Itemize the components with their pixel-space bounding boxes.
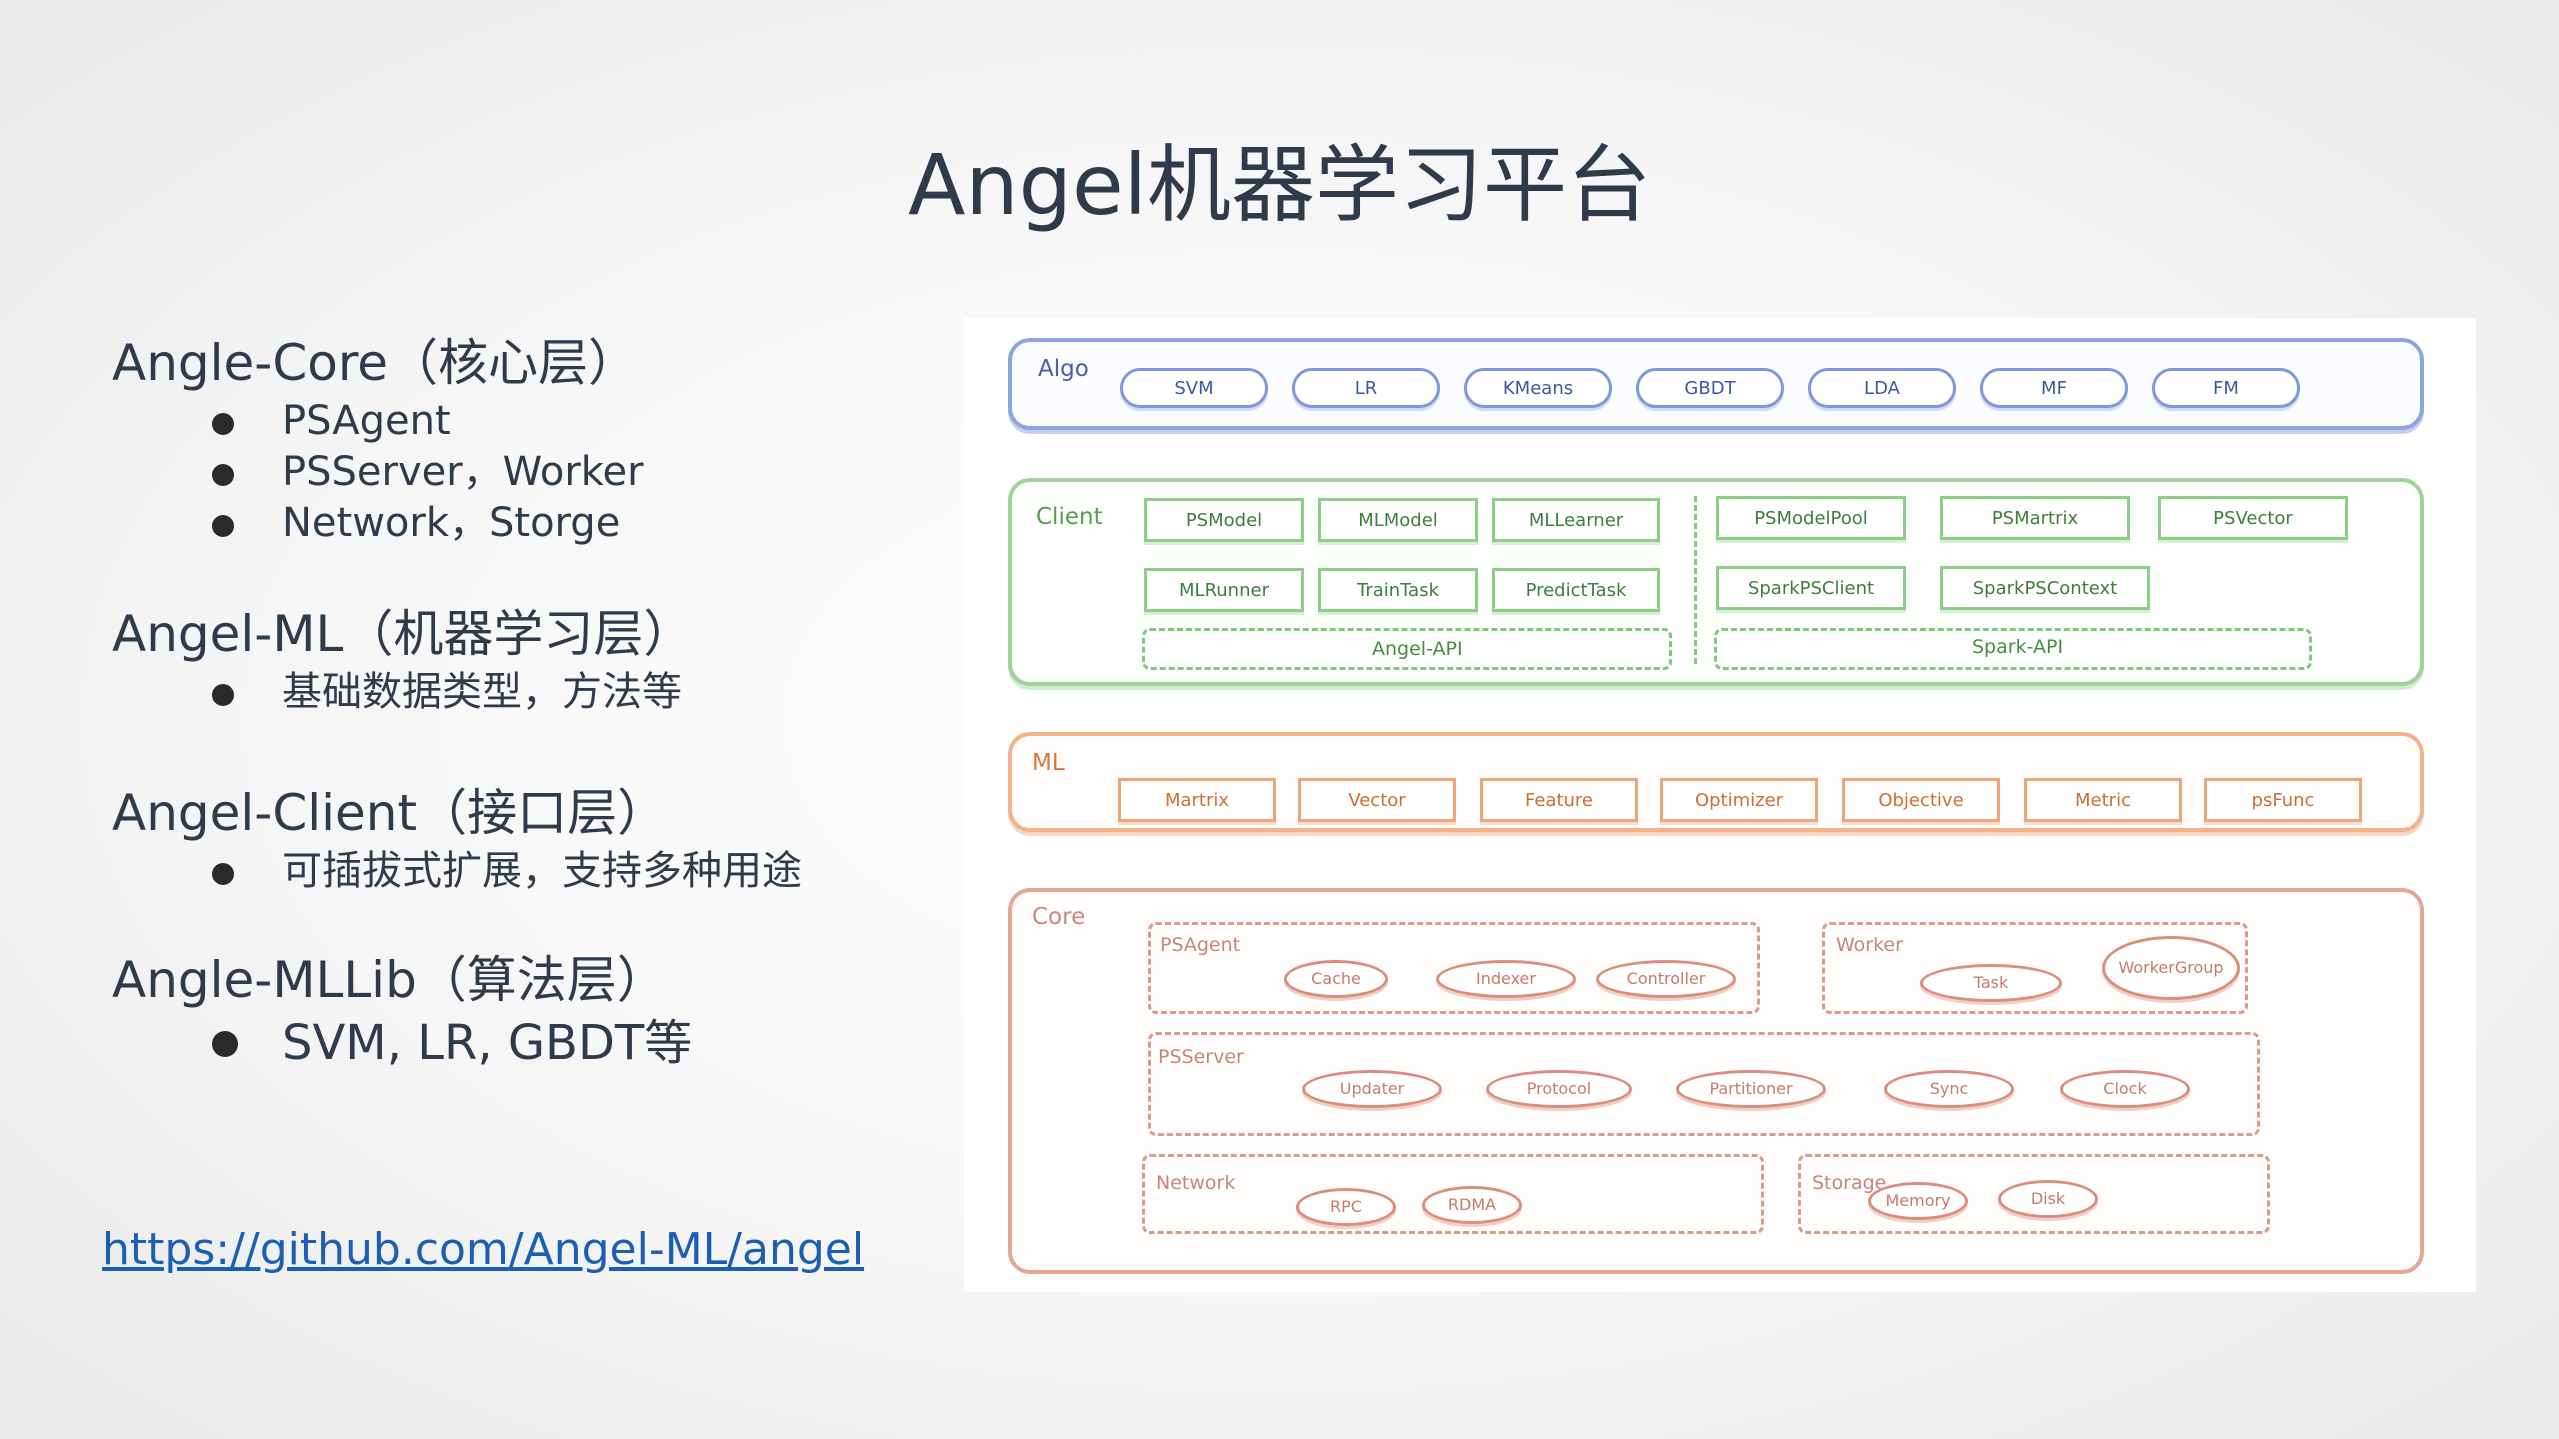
separator bbox=[1694, 496, 1697, 664]
client-item: SparkPSContext bbox=[1940, 566, 2150, 610]
bullet-list: 基础数据类型，方法等 bbox=[212, 667, 1012, 718]
angel-api-label: Angel-API bbox=[1372, 638, 1463, 660]
core-layer: Core PSAgent Cache Indexer Controller Wo… bbox=[1008, 888, 2424, 1274]
core-item: Sync bbox=[1884, 1070, 2014, 1108]
client-layer: Client PSModel MLModel MLLearner MLRunne… bbox=[1008, 478, 2424, 686]
section-heading: Angle-Core（核心层） bbox=[112, 334, 639, 392]
github-link[interactable]: https://github.com/Angel-ML/angel bbox=[102, 1224, 865, 1275]
architecture-diagram: Algo SVM LR KMeans GBDT LDA MF FM Client… bbox=[964, 318, 2476, 1292]
storage-box bbox=[1798, 1154, 2270, 1234]
ml-item: Martrix bbox=[1118, 778, 1276, 822]
algo-item: MF bbox=[1980, 368, 2128, 408]
algo-item: FM bbox=[2152, 368, 2300, 408]
section-client: Angel-Client（接口层） 可插拔式扩展，支持多种用途 bbox=[112, 780, 1012, 897]
core-item: Partitioner bbox=[1676, 1070, 1826, 1108]
worker-group-item: Worker Group bbox=[2102, 936, 2240, 1000]
algo-item: KMeans bbox=[1464, 368, 1612, 408]
psserver-box bbox=[1148, 1032, 2260, 1136]
algo-item: GBDT bbox=[1636, 368, 1784, 408]
client-item: MLLearner bbox=[1492, 498, 1660, 542]
psagent-label: PSAgent bbox=[1160, 934, 1241, 956]
bullet-list: 可插拔式扩展，支持多种用途 bbox=[212, 846, 1012, 897]
list-item: PSAgent bbox=[212, 396, 1012, 447]
bullet-list: SVM, LR, GBDT等 bbox=[212, 1013, 1012, 1073]
worker-group-line: Group bbox=[2174, 958, 2224, 977]
page-title: Angel机器学习平台 bbox=[907, 136, 1652, 234]
algo-item: SVM bbox=[1120, 368, 1268, 408]
algo-layer: Algo SVM LR KMeans GBDT LDA MF FM bbox=[1008, 338, 2424, 430]
section-core: Angle-Core（核心层） PSAgent PSServer，Worker … bbox=[112, 330, 1012, 549]
worker-group-line: Worker bbox=[2118, 958, 2175, 977]
layer-label: ML bbox=[1032, 750, 1065, 776]
ml-item: Objective bbox=[1842, 778, 2000, 822]
layer-label: Client bbox=[1036, 504, 1103, 530]
core-item: Disk bbox=[1998, 1180, 2098, 1218]
spark-api-label: Spark-API bbox=[1972, 636, 2064, 658]
algo-item: LR bbox=[1292, 368, 1440, 408]
ml-item: Feature bbox=[1480, 778, 1638, 822]
client-item: PSVector bbox=[2158, 496, 2348, 540]
core-item: RPC bbox=[1296, 1188, 1396, 1226]
bullet-list: PSAgent PSServer，Worker Network，Storge bbox=[212, 396, 1012, 549]
core-item: Task bbox=[1920, 964, 2062, 1002]
ml-item: Vector bbox=[1298, 778, 1456, 822]
ml-item: psFunc bbox=[2204, 778, 2362, 822]
worker-box bbox=[1822, 922, 2248, 1014]
network-box bbox=[1142, 1154, 1764, 1234]
storage-label: Storage bbox=[1812, 1172, 1887, 1194]
ml-layer: ML Martrix Vector Feature Optimizer Obje… bbox=[1008, 732, 2424, 832]
core-item: Memory bbox=[1868, 1182, 1968, 1220]
client-item: PSModel bbox=[1144, 498, 1304, 542]
list-item: Network，Storge bbox=[212, 498, 1012, 549]
angel-api-box bbox=[1142, 628, 1672, 670]
client-item: MLRunner bbox=[1144, 568, 1304, 612]
spark-api-box bbox=[1714, 628, 2312, 670]
section-heading: Angle-MLLib（算法层） bbox=[112, 951, 667, 1009]
algo-item: LDA bbox=[1808, 368, 1956, 408]
client-item: PredictTask bbox=[1492, 568, 1660, 612]
core-item: Controller bbox=[1596, 960, 1736, 998]
section-mllib: Angle-MLLib（算法层） SVM, LR, GBDT等 bbox=[112, 947, 1012, 1073]
list-item: PSServer，Worker bbox=[212, 447, 1012, 498]
section-heading: Angel-ML（机器学习层） bbox=[112, 605, 694, 663]
psserver-label: PSServer bbox=[1158, 1046, 1244, 1068]
client-item: MLModel bbox=[1318, 498, 1478, 542]
network-label: Network bbox=[1156, 1172, 1236, 1194]
list-item: 可插拔式扩展，支持多种用途 bbox=[212, 846, 1012, 897]
client-item: TrainTask bbox=[1318, 568, 1478, 612]
client-item: SparkPSClient bbox=[1716, 566, 1906, 610]
client-item: PSMartrix bbox=[1940, 496, 2130, 540]
ml-item: Optimizer bbox=[1660, 778, 1818, 822]
layer-label: Algo bbox=[1038, 356, 1089, 382]
core-item: Clock bbox=[2060, 1070, 2190, 1108]
core-item: Cache bbox=[1284, 960, 1388, 998]
core-item: Protocol bbox=[1486, 1070, 1632, 1108]
core-item: RDMA bbox=[1422, 1186, 1522, 1224]
worker-label: Worker bbox=[1836, 934, 1903, 956]
list-item: SVM, LR, GBDT等 bbox=[212, 1013, 1012, 1073]
layer-label: Core bbox=[1032, 904, 1086, 930]
core-item: Indexer bbox=[1436, 960, 1576, 998]
ml-item: Metric bbox=[2024, 778, 2182, 822]
section-heading: Angel-Client（接口层） bbox=[112, 784, 668, 842]
section-ml: Angel-ML（机器学习层） 基础数据类型，方法等 bbox=[112, 601, 1012, 718]
psagent-box bbox=[1148, 922, 1760, 1014]
client-item: PSModelPool bbox=[1716, 496, 1906, 540]
list-item: 基础数据类型，方法等 bbox=[212, 667, 1012, 718]
core-item: Updater bbox=[1302, 1070, 1442, 1108]
